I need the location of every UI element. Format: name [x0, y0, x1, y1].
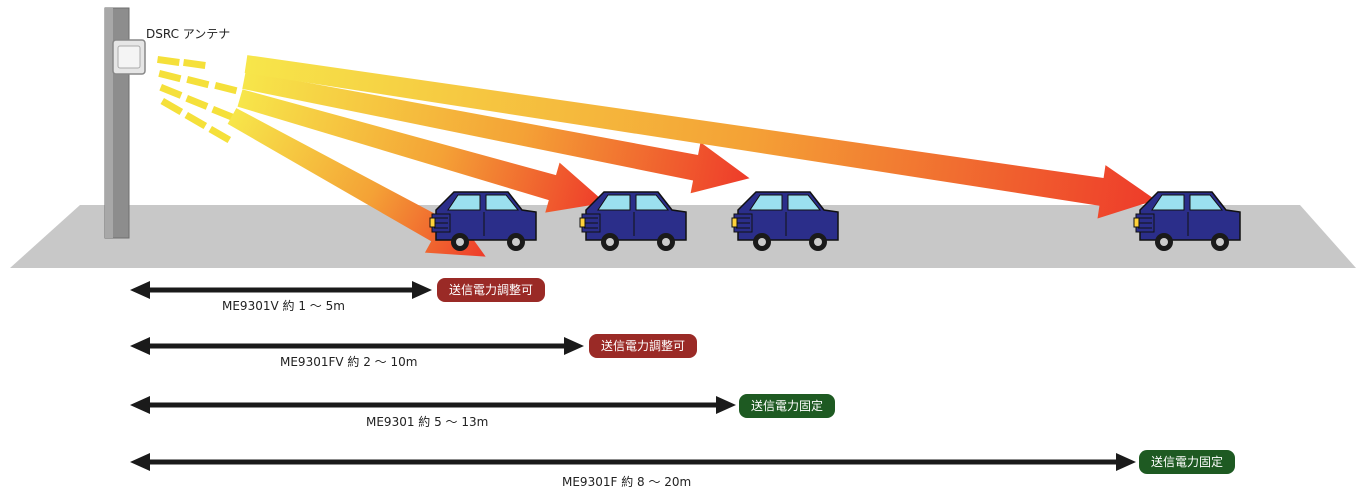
power-badge-4: 送信電力固定: [1139, 450, 1236, 474]
beam-3: [242, 71, 750, 194]
power-badge-1: 送信電力調整可: [437, 278, 546, 302]
range-label-3: ME9301 約 5 ～ 13m: [366, 415, 489, 429]
power-badge-2: 送信電力調整可: [589, 334, 698, 358]
range-arrows: [130, 281, 1136, 471]
range-label-2: ME9301FV 約 2 ～ 10m: [280, 355, 418, 369]
pole-highlight: [105, 8, 113, 238]
beam-4: [244, 55, 1156, 219]
beam-1: [227, 108, 486, 257]
range-label-4: ME9301F 約 8 ～ 20m: [562, 475, 692, 489]
range-label-1: ME9301V 約 1 ～ 5m: [222, 299, 345, 313]
beam-2: [237, 89, 606, 213]
wave-dashes: [157, 56, 238, 144]
range-arrow-3: [130, 396, 736, 414]
range-arrow-1: [130, 281, 432, 299]
antenna-label: DSRC アンテナ: [146, 27, 231, 41]
power-badge-3: 送信電力固定: [739, 394, 836, 418]
range-arrow-2: [130, 337, 584, 355]
range-arrow-4: [130, 453, 1136, 471]
